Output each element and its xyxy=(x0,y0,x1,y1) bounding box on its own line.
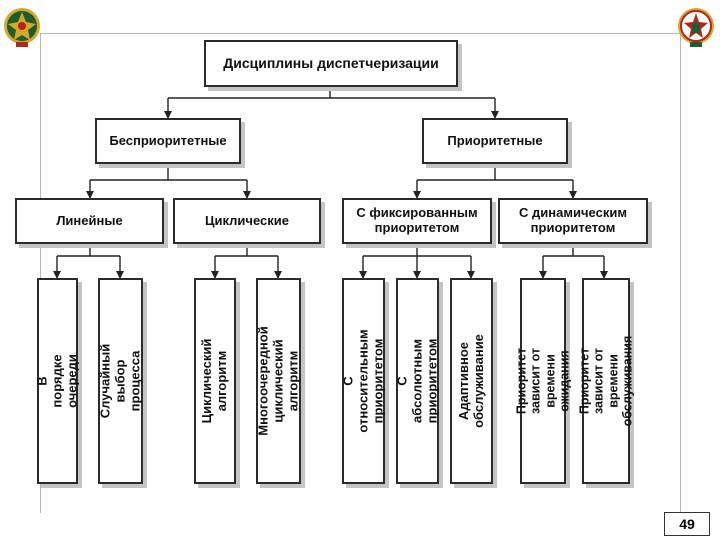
leaf-relative-priority-label: С относительным приоритетом xyxy=(340,329,385,433)
node-priority-label: Приоритетные xyxy=(447,132,543,148)
node-nonpriority: Бесприоритетные xyxy=(95,118,241,164)
leaf-fifo-label: В порядке очереди xyxy=(34,354,79,408)
node-dynamic-priority: С динамическим приоритетом xyxy=(498,198,648,244)
root-node-label: Дисциплины диспетчеризации xyxy=(223,55,439,72)
node-dynamic-priority-label: С динамическим приоритетом xyxy=(519,205,627,235)
node-priority: Приоритетные xyxy=(422,118,568,164)
leaf-random-choice: Случайный выбор процесса xyxy=(97,278,143,484)
root-node: Дисциплины диспетчеризации xyxy=(204,40,458,87)
left-emblem-icon xyxy=(4,8,40,47)
node-nonpriority-label: Бесприоритетные xyxy=(109,132,227,148)
leaf-random-choice-label: Случайный выбор процесса xyxy=(97,343,142,419)
node-fixed-priority: С фиксированным приоритетом xyxy=(342,198,492,244)
leaf-fifo: В порядке очереди xyxy=(34,278,79,484)
leaf-multilevel-queue-label: Многоочередной циклический алгоритм xyxy=(255,326,300,436)
leaf-waiting-time-priority: Приоритет зависит от времени ожидания xyxy=(514,278,571,484)
leaf-relative-priority: С относительным приоритетом xyxy=(340,278,385,484)
node-linear-label: Линейные xyxy=(56,212,123,228)
leaf-adaptive-service-label: Адаптивное обслуживание xyxy=(455,334,486,428)
leaf-absolute-priority-label: С абсолютным приоритетом xyxy=(394,338,439,424)
frame-top-line xyxy=(40,33,680,34)
leaf-adaptive-service: Адаптивное обслуживание xyxy=(450,278,493,484)
node-linear: Линейные xyxy=(15,198,164,244)
node-cyclic: Циклические xyxy=(173,198,321,244)
leaf-round-robin: Циклический алгоритм xyxy=(194,278,236,484)
node-cyclic-label: Циклические xyxy=(205,212,289,228)
leaf-service-time-priority: Приоритет зависит от времени обслуживани… xyxy=(577,278,634,484)
node-fixed-priority-label: С фиксированным приоритетом xyxy=(356,205,478,235)
frame-left-line xyxy=(40,33,41,513)
leaf-multilevel-queue: Многоочередной циклический алгоритм xyxy=(255,278,301,484)
leaf-service-time-priority-label: Приоритет зависит от времени обслуживани… xyxy=(577,335,635,427)
right-emblem-icon xyxy=(678,8,714,47)
leaf-absolute-priority: С абсолютным приоритетом xyxy=(394,278,439,484)
leaf-waiting-time-priority-label: Приоритет зависит от времени ожидания xyxy=(514,347,572,415)
frame-right-line xyxy=(680,33,681,513)
page-number: 49 xyxy=(664,512,710,536)
leaf-round-robin-label: Циклический алгоритм xyxy=(199,338,229,424)
